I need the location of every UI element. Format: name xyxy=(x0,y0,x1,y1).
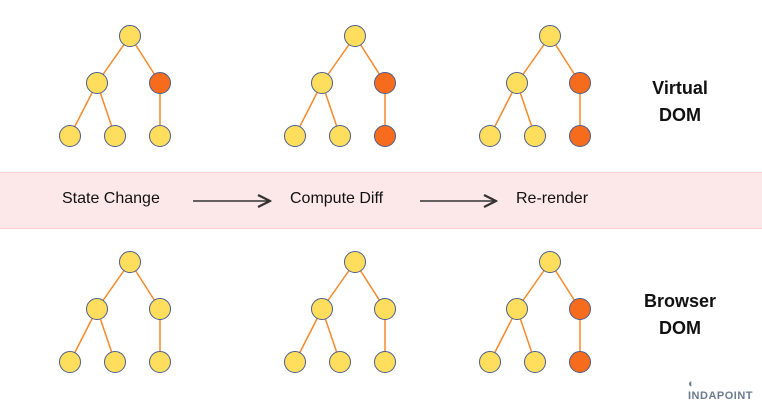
tree-node-mid-right xyxy=(569,72,591,94)
tree-node-leaf-2 xyxy=(329,125,351,147)
tree xyxy=(479,25,591,147)
tree-node-leaf-2 xyxy=(524,125,546,147)
tree xyxy=(284,25,396,147)
tree-node-leaf-1 xyxy=(59,351,81,373)
tree-node-mid-right xyxy=(569,298,591,320)
tree-node-leaf-1 xyxy=(59,125,81,147)
tree-node-leaf-3 xyxy=(569,351,591,373)
tree-node-mid-left xyxy=(506,298,528,320)
tree-node-root xyxy=(344,25,366,47)
tree-node-leaf-3 xyxy=(149,125,171,147)
tree-node-mid-left xyxy=(506,72,528,94)
label-line: DOM xyxy=(659,105,701,125)
process-band xyxy=(0,172,762,229)
tree-node-root xyxy=(119,251,141,273)
tree-node-root xyxy=(344,251,366,273)
tree-node-mid-left xyxy=(86,298,108,320)
tree-node-leaf-3 xyxy=(149,351,171,373)
tree-node-mid-right xyxy=(374,72,396,94)
label-line: DOM xyxy=(659,318,701,338)
tree xyxy=(479,251,591,373)
tree-node-mid-right xyxy=(149,298,171,320)
tree-node-leaf-3 xyxy=(569,125,591,147)
tree-node-mid-left xyxy=(311,298,333,320)
step-compute-diff: Compute Diff xyxy=(290,190,384,207)
tree-node-leaf-2 xyxy=(524,351,546,373)
step-re-render: Re-render xyxy=(516,190,589,207)
tree xyxy=(284,251,396,373)
indapoint-logo: ◐ INDAPOINT xyxy=(688,378,753,402)
tree-node-leaf-3 xyxy=(374,351,396,373)
tree-node-leaf-2 xyxy=(329,351,351,373)
tree-node-root xyxy=(539,25,561,47)
tree-node-leaf-1 xyxy=(479,125,501,147)
tree-node-leaf-2 xyxy=(104,351,126,373)
tree-node-mid-right xyxy=(374,298,396,320)
tree xyxy=(59,25,171,147)
tree-node-root xyxy=(119,25,141,47)
tree-node-mid-left xyxy=(311,72,333,94)
label-line: Virtual xyxy=(652,78,708,98)
browser-dom-label: Browser DOM xyxy=(630,288,730,342)
tree-node-mid-left xyxy=(86,72,108,94)
tree-node-leaf-1 xyxy=(284,351,306,373)
tree-node-root xyxy=(539,251,561,273)
step-state-change: State Change xyxy=(62,190,160,207)
tree-node-leaf-2 xyxy=(104,125,126,147)
tree-node-leaf-1 xyxy=(479,351,501,373)
tree xyxy=(59,251,171,373)
tree-node-mid-right xyxy=(149,72,171,94)
label-line: Browser xyxy=(643,291,717,311)
virtual-dom-label: Virtual DOM xyxy=(630,75,730,129)
tree-node-leaf-3 xyxy=(374,125,396,147)
tree-node-leaf-1 xyxy=(284,125,306,147)
